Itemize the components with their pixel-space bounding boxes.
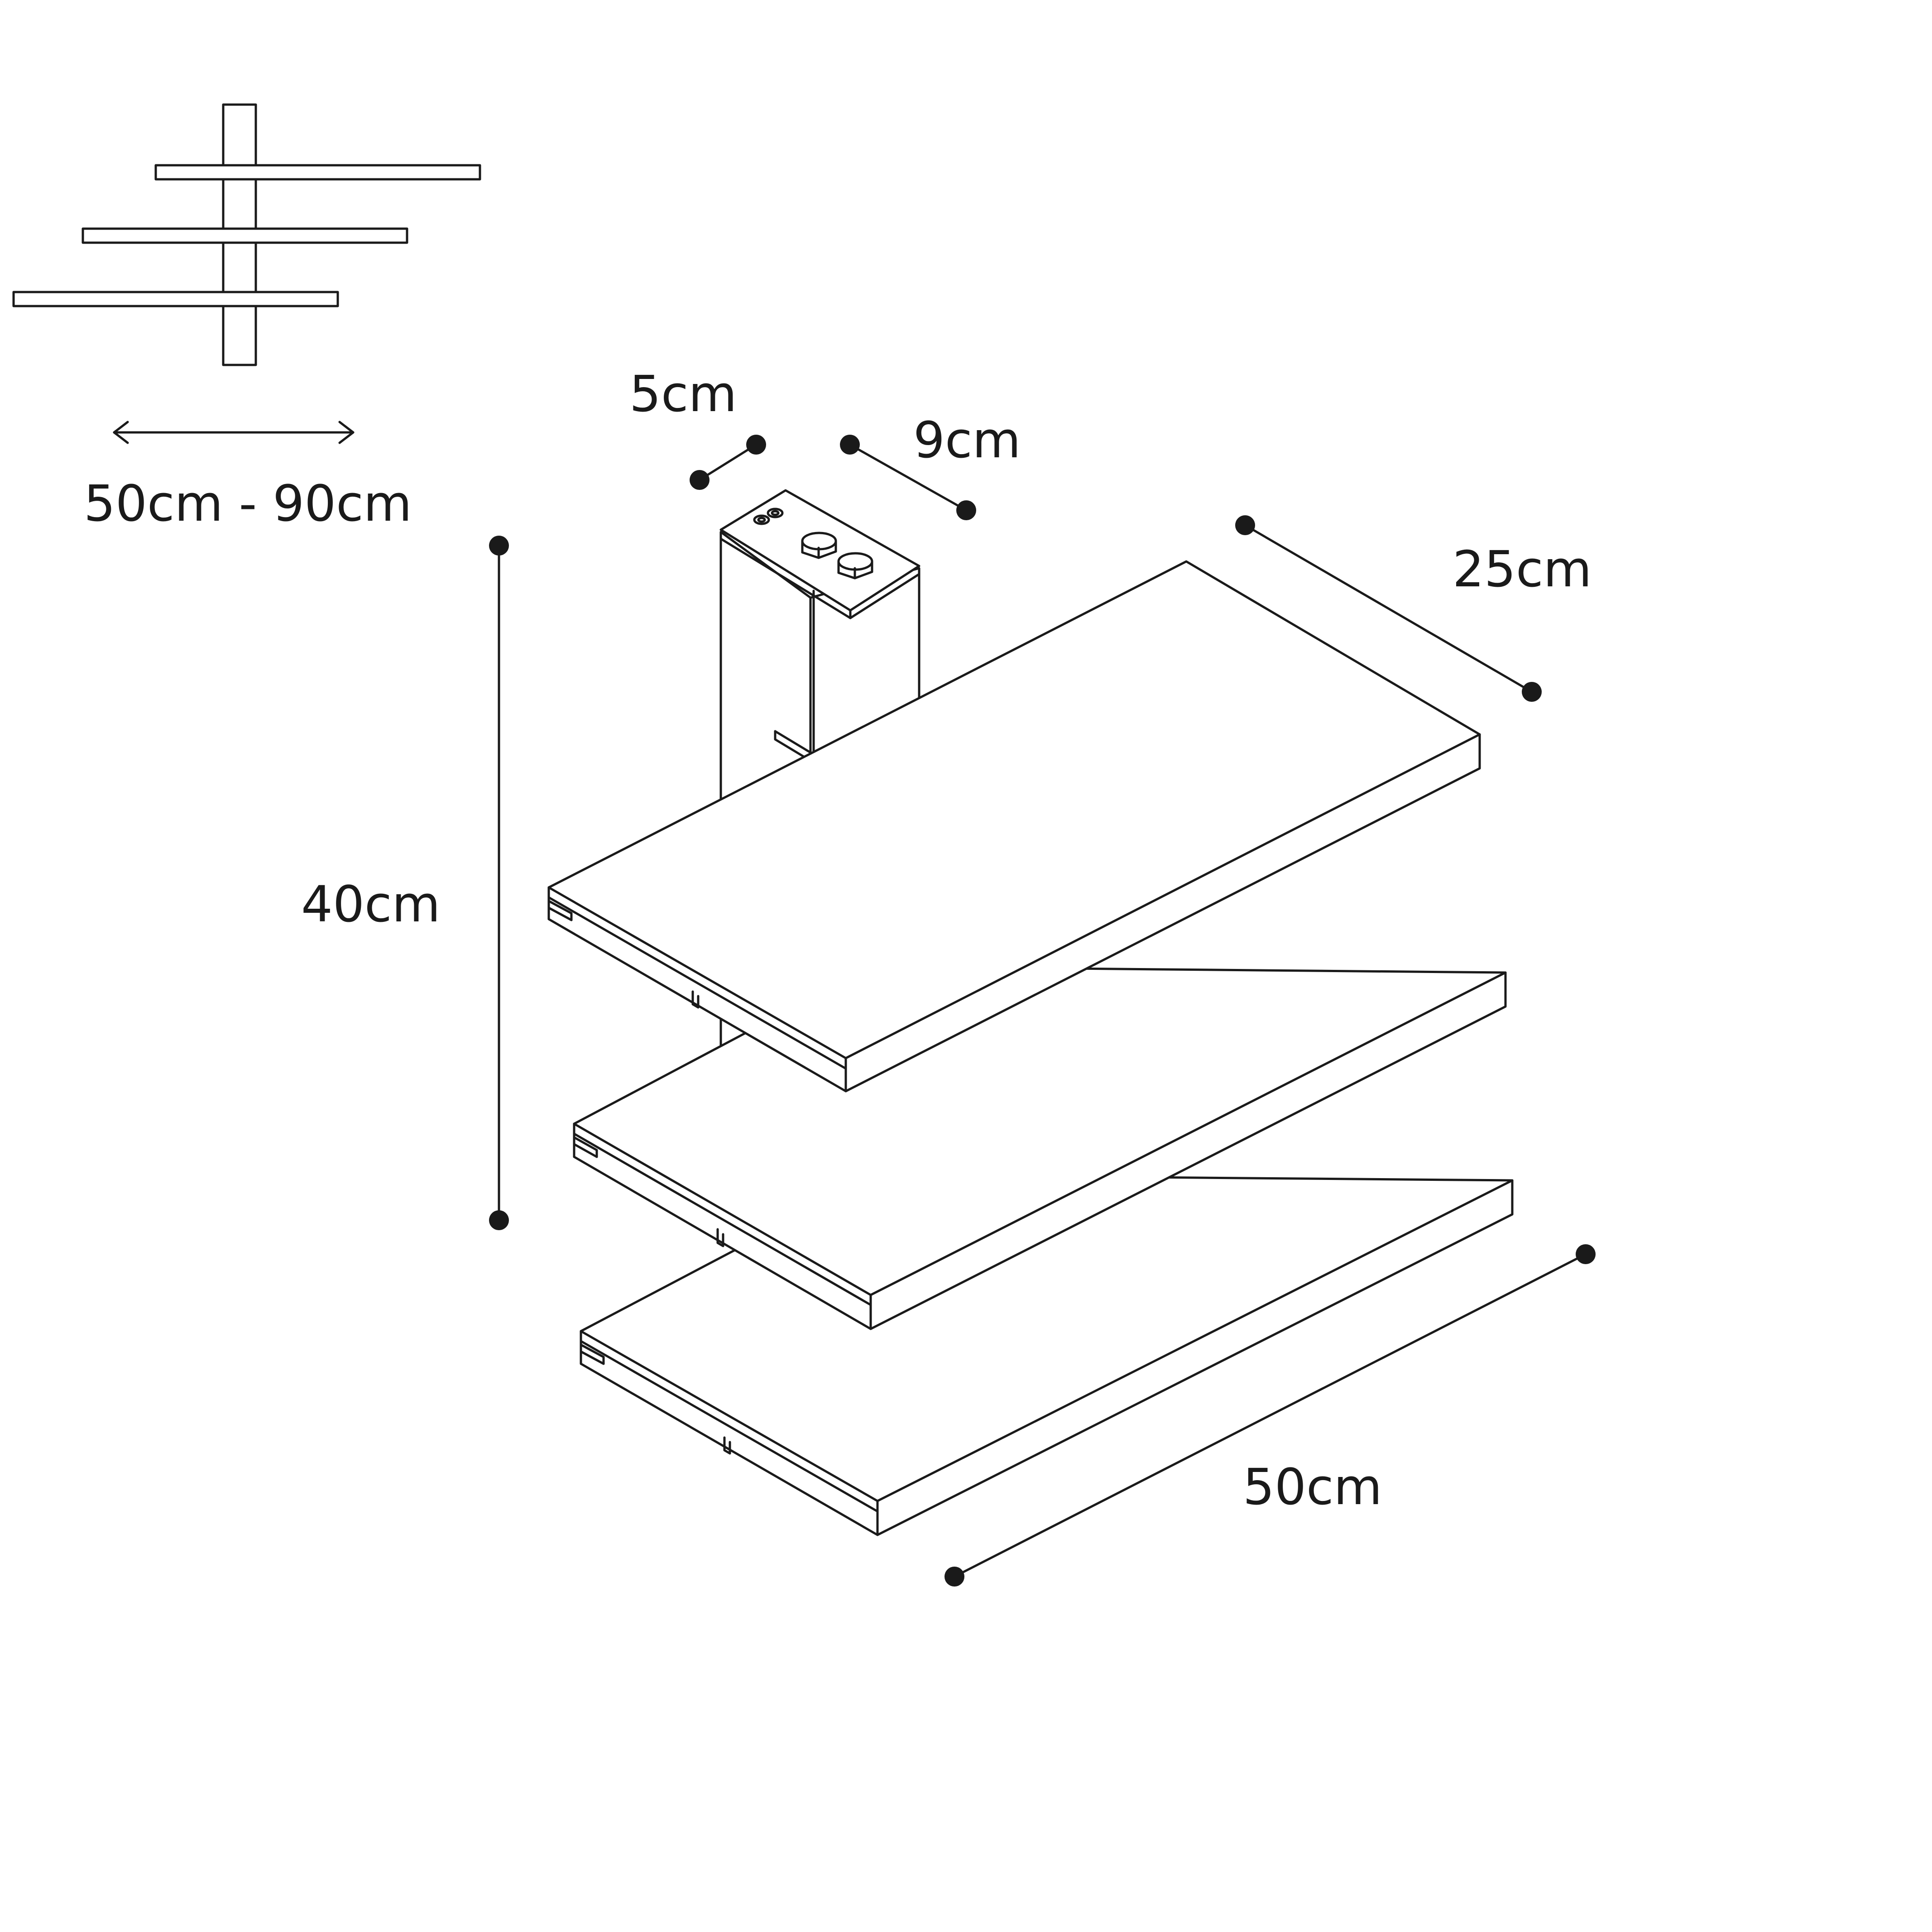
depth-label: 25cm (1453, 540, 1592, 598)
dimension-height (489, 536, 509, 1230)
bracket-thickness-label: 5cm (629, 365, 737, 423)
front-view-shelf-top (154, 164, 481, 181)
bolt-icon (837, 552, 873, 580)
width-range-label: 50cm - 90cm (84, 475, 412, 532)
height-label: 40cm (301, 875, 441, 933)
screw-icon (753, 508, 784, 525)
front-view-sketch (12, 103, 481, 366)
front-view-shelf-bottom (12, 291, 339, 307)
dimension-bracket-thickness (690, 435, 766, 490)
dimension-bracket-width (840, 435, 976, 520)
shelf-top (547, 560, 1481, 1093)
bolt-icon (801, 532, 837, 559)
bracket-width-label: 9cm (913, 411, 1021, 469)
dimension-length (944, 1244, 1596, 1587)
front-view-shelf-middle (81, 227, 408, 244)
dimension-depth (1235, 515, 1542, 702)
length-label: 50cm (1243, 1458, 1382, 1516)
width-range-arrow (113, 421, 355, 444)
